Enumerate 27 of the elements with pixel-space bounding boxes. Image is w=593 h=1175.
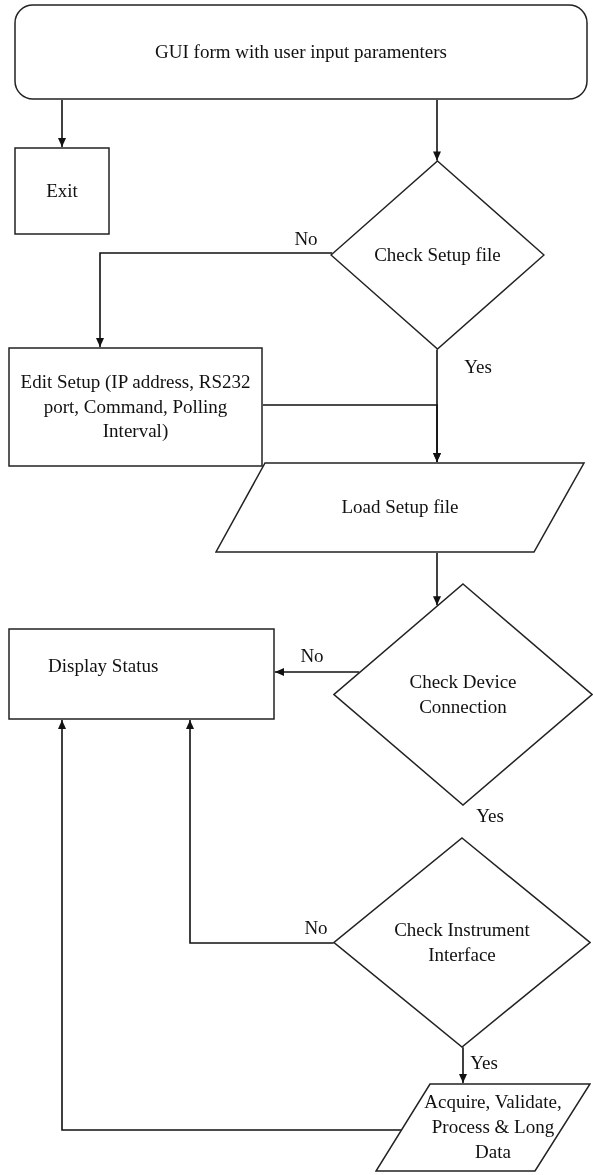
arrow xyxy=(459,1046,467,1084)
process-box xyxy=(8,347,263,467)
decision-diamond xyxy=(333,837,591,1048)
arrow xyxy=(274,668,361,676)
arrow xyxy=(433,99,441,162)
node-label: GUI form with user input paramenters xyxy=(155,39,447,64)
branch-label: Yes xyxy=(476,805,504,825)
node-label: Load Setup file xyxy=(341,495,459,520)
decision-diamond xyxy=(333,583,593,806)
arrow xyxy=(433,552,441,607)
node-label: Check Instrument Interface xyxy=(393,917,531,967)
data-parallelogram xyxy=(215,462,585,553)
arrow xyxy=(96,252,334,348)
data-parallelogram xyxy=(375,1083,591,1172)
arrow xyxy=(186,719,335,944)
node-label: Edit Setup (IP address, RS232 port, Command, Polling Interval) xyxy=(20,369,251,444)
decision-diamond xyxy=(330,160,545,350)
arrow xyxy=(262,404,441,463)
node-label: Display Status xyxy=(48,653,159,678)
node-label: Exit xyxy=(46,178,78,203)
node-label: Check Setup file xyxy=(374,242,501,267)
node-label: Acquire, Validate, Process & Long Data xyxy=(423,1090,563,1164)
arrow xyxy=(58,99,66,148)
node-label: Check Device Connection xyxy=(408,669,518,719)
process-box xyxy=(14,147,110,235)
process-box xyxy=(8,628,275,720)
rounded-process-box xyxy=(14,4,588,100)
